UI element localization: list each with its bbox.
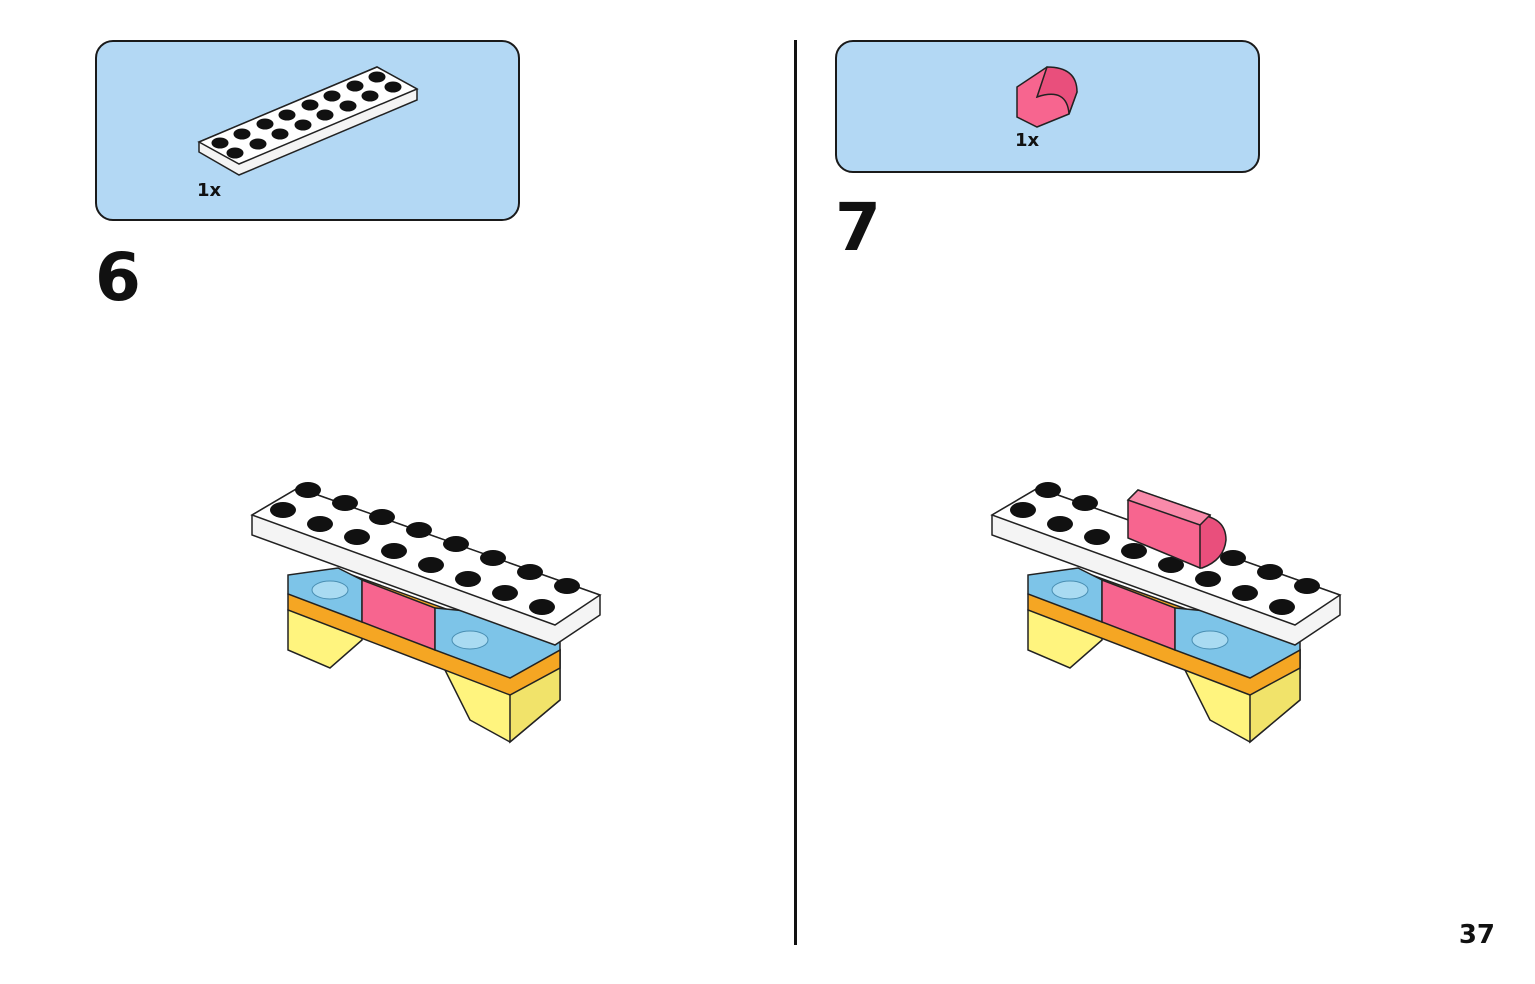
step-number-7: 7 xyxy=(835,189,881,266)
part-quantity: 1x xyxy=(197,180,222,201)
page-divider xyxy=(794,40,797,945)
step-number-6: 6 xyxy=(95,239,141,316)
part-quantity: 1x xyxy=(1015,130,1040,151)
parts-callout-step-7: 1x xyxy=(835,40,1260,173)
parts-callout-step-6: 1x xyxy=(95,40,520,221)
white-plate-2x10-icon xyxy=(197,66,419,176)
pink-curved-slope-icon xyxy=(1016,66,1078,128)
page-number: 37 xyxy=(1458,920,1495,950)
